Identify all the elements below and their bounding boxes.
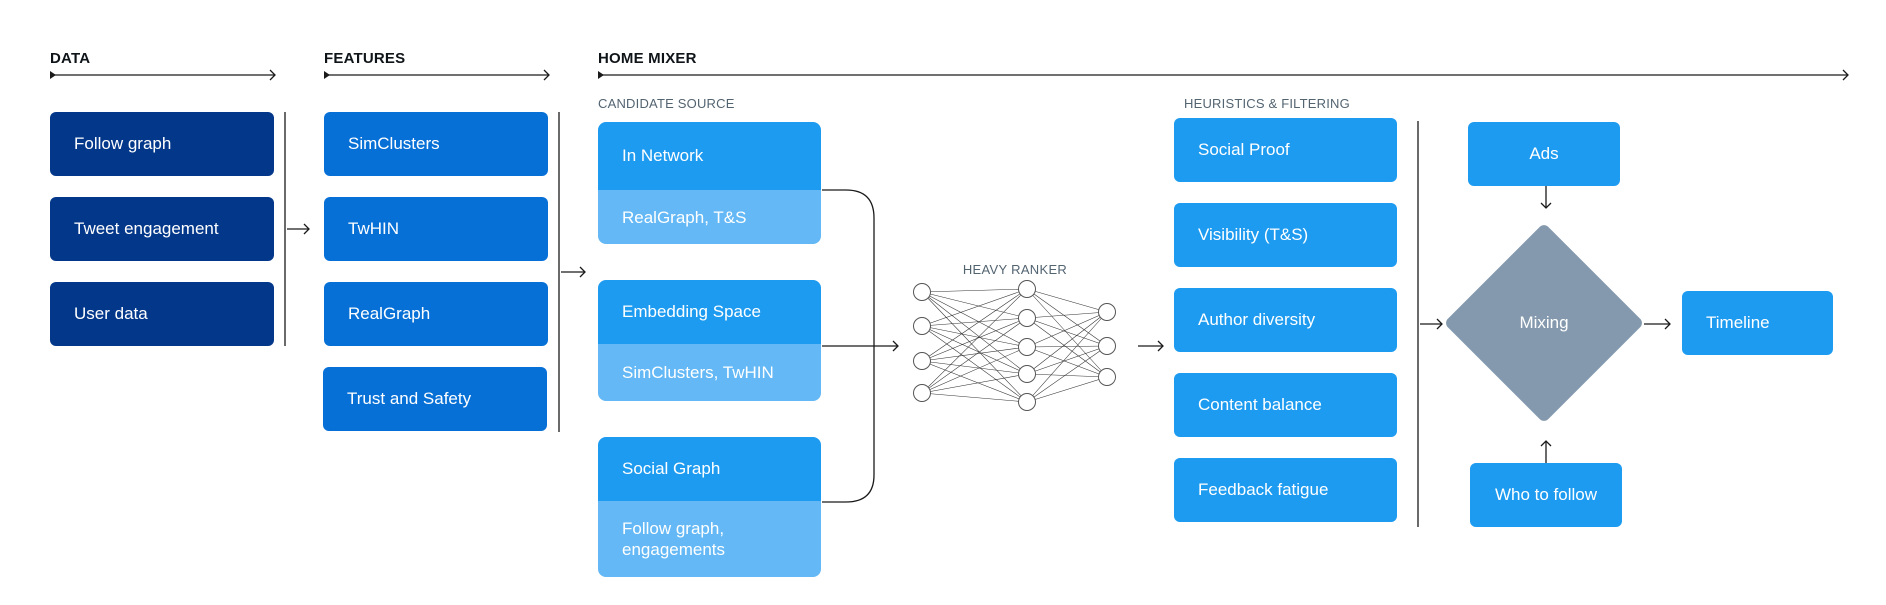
candidate-source-detail: SimClusters, TwHIN: [598, 344, 821, 401]
ranker-edge: [921, 325, 1028, 403]
candidate-source-title: Embedding Space: [598, 280, 821, 344]
data-to-features-arrow-head: [303, 223, 310, 235]
ranker-edge: [921, 317, 1028, 362]
ranker-edge: [1026, 311, 1108, 403]
ranker-edge: [921, 360, 1028, 375]
heuristic-content-balance: Content balance: [1174, 373, 1397, 437]
features-header: FEATURES: [324, 50, 406, 67]
heuristic-author-diversity: Author diversity: [1174, 288, 1397, 352]
data-box-follow-graph: Follow graph: [50, 112, 274, 176]
ranker-node: [913, 352, 931, 370]
ranker-edge: [921, 288, 1028, 327]
candidate-source-label: CANDIDATE SOURCE: [598, 96, 735, 111]
who-to-follow-box: Who to follow: [1470, 463, 1622, 527]
heuristic-feedback-fatigue: Feedback fatigue: [1174, 458, 1397, 522]
candidate-source-detail: Follow graph, engagements: [598, 501, 821, 577]
ranker-node: [913, 317, 931, 335]
who-to-follow-to-mixing-arrow-head: [1540, 440, 1552, 447]
feature-box-twhin: TwHIN: [324, 197, 548, 261]
ranker-edge: [921, 291, 1028, 348]
ranker-edge: [921, 373, 1028, 394]
ads-box: Ads: [1468, 122, 1620, 186]
ranker-edge: [1026, 288, 1108, 313]
header-arrow-tail-0: [50, 71, 56, 79]
header-arrow-head-1: [543, 69, 550, 81]
ranker-node: [1018, 365, 1036, 383]
ranker-node: [1018, 280, 1036, 298]
heuristics-to-mixing-arrow-head: [1436, 318, 1443, 330]
sources-to-ranker-arrow-head: [892, 340, 899, 352]
ranker-edge: [921, 325, 1028, 375]
candidate-source-embedding-space: Embedding Space SimClusters, TwHIN: [598, 280, 821, 401]
candidate-source-title: In Network: [598, 122, 821, 190]
ranker-node: [913, 384, 931, 402]
ranker-edge: [1026, 376, 1108, 403]
ranker-edge: [921, 325, 1028, 348]
ranker-edge: [921, 346, 1028, 394]
ranker-edge: [921, 360, 1028, 403]
ranker-node: [1098, 368, 1116, 386]
heuristic-visibility: Visibility (T&S): [1174, 203, 1397, 267]
header-arrow-head-2: [1842, 69, 1849, 81]
ranker-node: [913, 283, 931, 301]
feature-box-simclusters: SimClusters: [324, 112, 548, 176]
header-arrow-head-0: [269, 69, 276, 81]
ranker-edge: [921, 291, 1028, 375]
ranker-edge: [921, 317, 1028, 327]
ranker-edge: [1026, 345, 1108, 403]
ads-to-mixing-arrow-head: [1540, 202, 1552, 209]
heuristic-social-proof: Social Proof: [1174, 118, 1397, 182]
ranker-edge: [1026, 373, 1108, 378]
heuristics-filtering-label: HEURISTICS & FILTERING: [1184, 96, 1350, 111]
ranker-edge: [1026, 345, 1108, 348]
header-arrow-tail-1: [324, 71, 330, 79]
ranker-edge: [921, 346, 1028, 362]
ranker-edge: [921, 288, 1028, 394]
ranker-node: [1018, 309, 1036, 327]
ranker-edge: [921, 288, 1028, 293]
features-to-sources-arrow-head: [579, 266, 586, 278]
home-mixer-header: HOME MIXER: [598, 50, 697, 67]
ranker-edge: [1026, 311, 1108, 319]
mixing-to-timeline-arrow-head: [1664, 318, 1671, 330]
heavy-ranker-label: HEAVY RANKER: [962, 262, 1068, 277]
ranker-edge: [1026, 345, 1108, 375]
ranker-node: [1018, 393, 1036, 411]
ranker-node: [1018, 338, 1036, 356]
ranker-edge: [921, 317, 1028, 394]
ranker-edge: [921, 288, 1028, 362]
ranker-edge: [1026, 311, 1108, 348]
ranker-edge: [1026, 317, 1108, 347]
ranker-edge: [1026, 311, 1108, 375]
ranker-edge: [921, 291, 1028, 403]
data-box-tweet-engagement: Tweet engagement: [50, 197, 274, 261]
header-arrow-tail-2: [598, 71, 604, 79]
ranker-node: [1098, 337, 1116, 355]
ranker-edge: [1026, 317, 1108, 378]
ranker-node: [1098, 303, 1116, 321]
data-box-user-data: User data: [50, 282, 274, 346]
candidate-source-title: Social Graph: [598, 437, 821, 501]
feature-box-trust-and-safety: Trust and Safety: [323, 367, 547, 431]
mixing-label: Mixing: [1519, 313, 1569, 332]
ranker-edge: [921, 291, 1028, 319]
ranker-to-heuristics-arrow-head: [1157, 340, 1164, 352]
candidate-source-social-graph: Social Graph Follow graph, engagements: [598, 437, 821, 577]
ranker-edge: [1026, 288, 1108, 378]
candidate-source-in-network: In Network RealGraph, T&S: [598, 122, 821, 244]
data-header: DATA: [50, 50, 91, 67]
timeline-box: Timeline: [1682, 291, 1833, 355]
ranker-edge: [921, 392, 1028, 403]
feature-box-realgraph: RealGraph: [324, 282, 548, 346]
mixing-diamond: Mixing: [1443, 222, 1645, 424]
candidate-source-detail: RealGraph, T&S: [598, 190, 821, 244]
ranker-edge: [1026, 288, 1108, 347]
ranker-edge: [1026, 346, 1108, 378]
